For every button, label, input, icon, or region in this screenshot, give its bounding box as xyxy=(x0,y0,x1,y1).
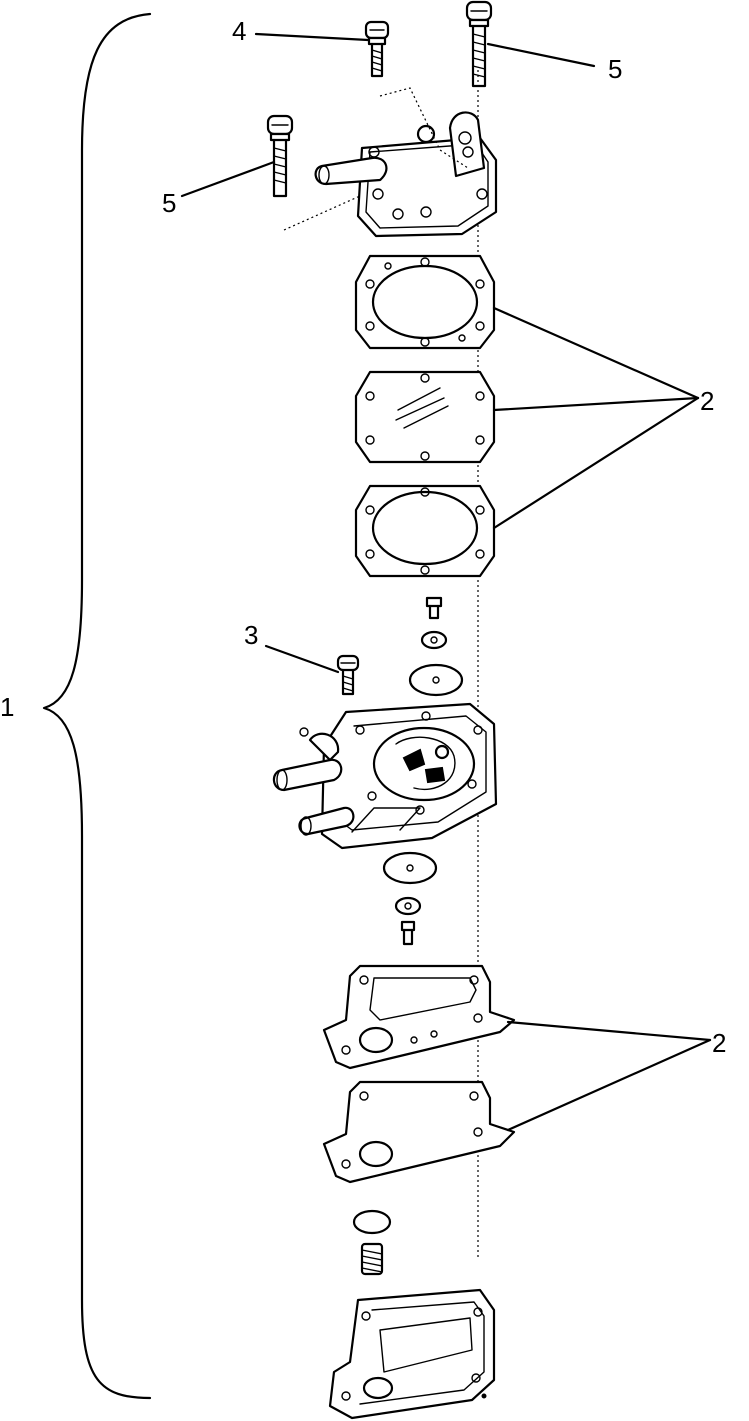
pump-body xyxy=(272,702,498,850)
leader-2b-1 xyxy=(506,1020,712,1042)
check-valve-spring xyxy=(360,1242,384,1276)
screw-part-5-lower xyxy=(266,114,294,198)
callout-5-upper: 5 xyxy=(608,54,622,84)
leader-2b-2 xyxy=(506,1038,712,1132)
leader-5-upper xyxy=(486,42,596,68)
diaphragm-upper xyxy=(354,370,496,464)
valve-disc-lower xyxy=(382,851,438,885)
callout-2-upper: 2 xyxy=(700,386,714,416)
valve-screw-lower xyxy=(400,920,416,946)
callout-5-lower: 5 xyxy=(162,188,176,218)
valve-washer-lower-hole xyxy=(404,902,412,910)
valve-washer-upper xyxy=(420,630,448,650)
screw-part-4 xyxy=(364,20,390,78)
gasket-upper-1 xyxy=(354,254,496,350)
callout-4: 4 xyxy=(232,16,246,46)
gasket-upper-2 xyxy=(354,484,496,578)
leader-3 xyxy=(264,644,340,674)
gasket-lower-2 xyxy=(322,1080,516,1184)
check-valve-disc xyxy=(352,1209,392,1235)
leader-4 xyxy=(254,32,370,42)
pump-base-plate xyxy=(328,1288,496,1420)
valve-washer-lower xyxy=(394,896,422,916)
assembly-brace xyxy=(42,12,152,1400)
screw-part-3 xyxy=(336,654,360,696)
callout-3: 3 xyxy=(244,620,258,650)
pump-cover xyxy=(283,87,498,238)
screw-part-5-upper xyxy=(465,0,493,88)
valve-washer-upper-hole xyxy=(430,636,438,644)
leader-2a-2 xyxy=(492,396,700,412)
leader-2a-3 xyxy=(492,396,700,530)
valve-screw-upper xyxy=(425,596,443,620)
leader-5-lower xyxy=(180,160,276,198)
callout-2-lower: 2 xyxy=(712,1028,726,1058)
valve-disc-lower-hole xyxy=(406,864,414,872)
valve-disc-upper-hole xyxy=(432,676,440,684)
leader-2a-1 xyxy=(492,306,700,400)
valve-disc-upper xyxy=(408,663,464,697)
gasket-lower-1 xyxy=(322,964,516,1070)
callout-1: 1 xyxy=(0,692,14,722)
